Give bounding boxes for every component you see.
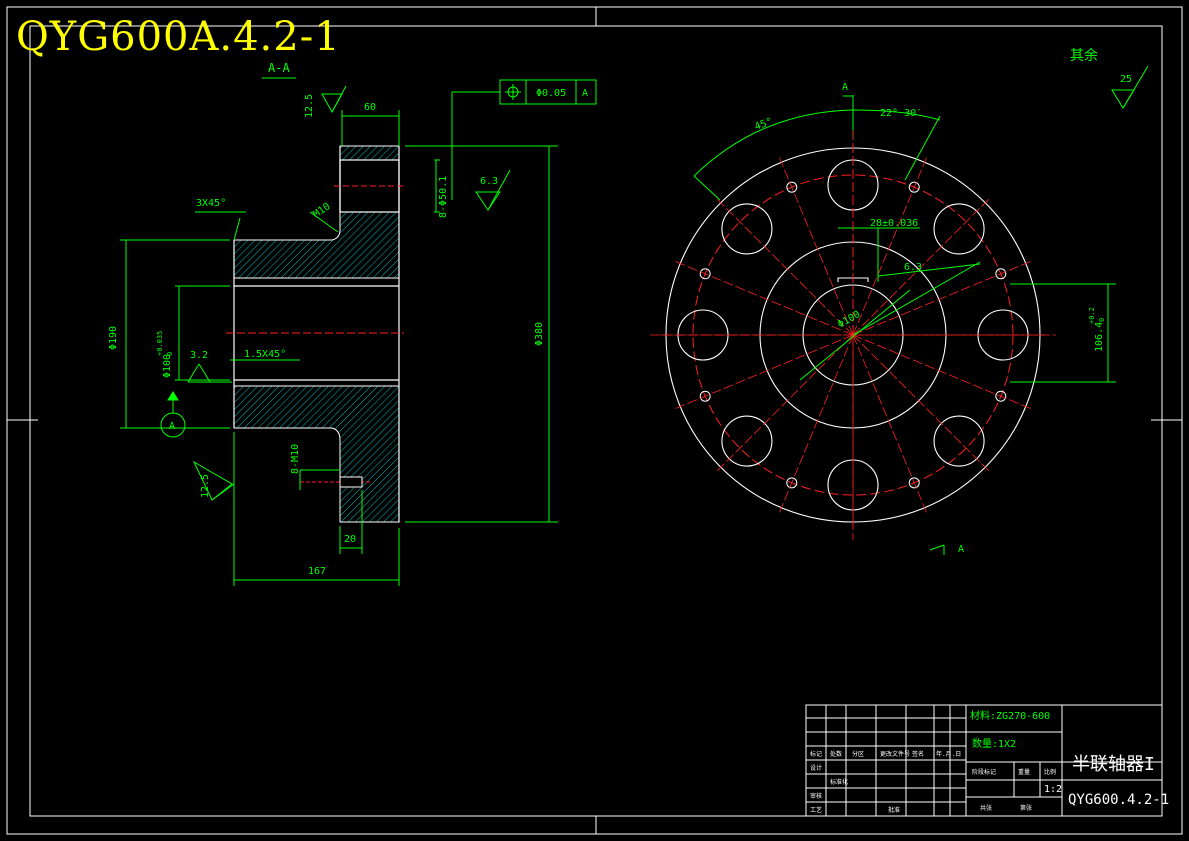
dim-angle-22-30: 22° 30′ bbox=[880, 108, 922, 119]
tapped-hole bbox=[699, 390, 711, 402]
dim-d100: Φ100 bbox=[162, 354, 173, 378]
tb-right-label: 第张 bbox=[1020, 804, 1032, 812]
dim-chamfer-3x45: 3X45° bbox=[196, 198, 226, 209]
dim-key-roughness: 6.3 bbox=[904, 262, 922, 273]
tapped-hole bbox=[699, 268, 711, 280]
tb-row-label: 标准化 bbox=[830, 778, 848, 786]
dim-keyway-tol: +0.2 bbox=[1088, 307, 1096, 324]
dim-d100-lower: 0 bbox=[166, 352, 174, 356]
drawing-code-title: QYG600A.4.2-1 bbox=[16, 14, 341, 60]
dim-d100-upper: +0.035 bbox=[156, 331, 164, 356]
dim-d380: Φ380 bbox=[534, 322, 545, 346]
section-label: A-A bbox=[268, 61, 290, 75]
tb-scale: 1:2 bbox=[1044, 784, 1062, 795]
dim-key-28: 28±0.036 bbox=[870, 218, 918, 229]
dim-roughness-3-2: 3.2 bbox=[190, 350, 208, 361]
section-a-bottom: A bbox=[958, 544, 964, 555]
tb-row-label: 批准 bbox=[888, 806, 900, 814]
radial-centerline bbox=[778, 154, 854, 336]
dim-hole-circle: 8-Φ50.1 bbox=[438, 176, 449, 218]
tb-header-label: 分区 bbox=[852, 750, 864, 758]
radial-centerline bbox=[852, 334, 928, 516]
dim-width-60: 60 bbox=[364, 102, 376, 113]
tb-material: 材料:ZG270-600 bbox=[970, 709, 1050, 722]
radial-centerline bbox=[852, 334, 992, 474]
tapped-hole bbox=[908, 477, 920, 489]
tb-header-label: 更改文件号 bbox=[880, 750, 910, 758]
tb-right-label: 重量 bbox=[1018, 768, 1030, 776]
gdt-frame bbox=[499, 79, 597, 105]
bolt-hole bbox=[933, 415, 985, 467]
surface-note: 其余 bbox=[1070, 47, 1098, 64]
tb-drawing-no: QYG600.4.2-1 bbox=[1068, 792, 1169, 808]
tb-right-label: 比例 bbox=[1044, 768, 1056, 776]
front-view bbox=[650, 65, 1149, 555]
dim-thread-m10: M10 bbox=[311, 201, 332, 220]
radial-centerline bbox=[852, 260, 1034, 336]
radial-centerline bbox=[852, 196, 992, 336]
gdt-datum: A bbox=[582, 88, 588, 99]
tb-row-label: 设计 bbox=[810, 764, 822, 772]
tb-header-label: 年.月.日 bbox=[936, 750, 961, 758]
dim-length-167: 167 bbox=[308, 566, 326, 577]
tb-header-label: 签名 bbox=[912, 750, 924, 758]
tb-header-label: 标记 bbox=[810, 750, 822, 758]
dim-roughness-25: 25 bbox=[1120, 74, 1132, 85]
dim-angle-45: 45° bbox=[753, 116, 774, 133]
tb-part-name: 半联轴器I bbox=[1072, 754, 1155, 775]
radial-centerline bbox=[672, 334, 854, 410]
section-view bbox=[120, 77, 597, 586]
section-lower-body bbox=[233, 385, 400, 523]
radial-centerline bbox=[852, 334, 1034, 410]
bolt-hole bbox=[933, 203, 985, 255]
dim-depth-20: 20 bbox=[344, 534, 356, 545]
radial-centerline bbox=[778, 334, 854, 516]
datum-a-label: A bbox=[169, 421, 175, 432]
tb-quantity: 数量:1X2 bbox=[972, 737, 1016, 750]
tb-header-label: 处数 bbox=[830, 750, 842, 758]
dim-bore-d100: Φ100 bbox=[836, 309, 862, 331]
radial-centerline bbox=[852, 154, 928, 336]
radial-centerline bbox=[714, 334, 854, 474]
radial-centerline bbox=[714, 196, 854, 336]
bolt-hole bbox=[721, 415, 773, 467]
section-a-top: A bbox=[842, 82, 848, 93]
section-upper-body bbox=[233, 211, 400, 279]
dim-chamfer-1-5x45: 1.5X45° bbox=[244, 349, 286, 360]
tapped-hole bbox=[786, 181, 798, 193]
gdt-position: Φ0.05 bbox=[536, 88, 566, 99]
radial-centerline bbox=[672, 260, 854, 336]
tapped-hole bbox=[908, 181, 920, 193]
dim-d190: Φ190 bbox=[108, 326, 119, 350]
tapped-hole bbox=[995, 268, 1007, 280]
dim-roughness-6-3: 6.3 bbox=[480, 176, 498, 187]
tapped-hole bbox=[786, 477, 798, 489]
tapped-hole bbox=[995, 390, 1007, 402]
dim-thread-8m10: 8-M10 bbox=[290, 444, 301, 474]
tb-right-label: 共张 bbox=[980, 804, 992, 812]
frame bbox=[6, 6, 1183, 835]
section-upper-flange bbox=[339, 145, 400, 161]
tb-right-label: 阶段标记 bbox=[972, 768, 996, 776]
dim-roughness-12-5-bottom: 12.5 bbox=[200, 474, 211, 498]
dim-keyway-106: 106.4 bbox=[1094, 322, 1105, 352]
dim-keyway-tol2: 0 bbox=[1098, 318, 1106, 322]
dim-roughness-12-5-top: 12.5 bbox=[304, 94, 315, 118]
tb-row-label: 审核 bbox=[810, 792, 822, 800]
bolt-hole bbox=[721, 203, 773, 255]
title-block bbox=[805, 704, 1163, 817]
tb-row-label: 工艺 bbox=[810, 806, 822, 814]
